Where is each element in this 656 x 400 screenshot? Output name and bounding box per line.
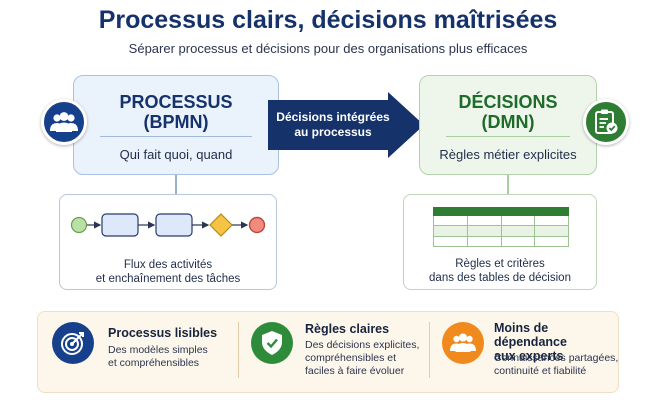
decision-table xyxy=(433,207,569,248)
decisions-title: DÉCISIONS xyxy=(458,92,558,112)
process-notation: (BPMN) xyxy=(143,112,209,132)
flow-caption-line1: Flux des activités xyxy=(123,259,213,271)
benefit-title: Moins de dépendance aux experts xyxy=(494,321,620,363)
benefit-desc-line2: continuité et fiabilité xyxy=(494,365,587,377)
benefit-title-line1: Moins de dépendance xyxy=(494,321,567,349)
benefit-desc-line1: Connaissances partagées, xyxy=(494,352,619,364)
process-description: Qui fait quoi, quand xyxy=(119,147,233,162)
benefit-desc-line2: et compréhensibles xyxy=(108,357,200,369)
process-connector xyxy=(175,175,177,194)
arrow-label-line2: au processus xyxy=(294,125,372,139)
decisions-notation: (DMN) xyxy=(481,112,535,132)
flow-caption-line2: et enchaînement des tâches xyxy=(95,273,241,285)
page-title: Processus clairs, décisions maîtrisées xyxy=(98,6,558,34)
arrow-label: Décisions intégrées au processus xyxy=(272,110,394,140)
benefit-desc-line1: Des modèles simples xyxy=(108,344,208,356)
benefit-readable-processes: Processus lisibles Des modèles simples e… xyxy=(38,312,238,394)
benefit-description: Connaissances partagées, continuité et f… xyxy=(494,352,618,378)
benefit-description: Des décisions explicites, compréhensible… xyxy=(305,339,419,378)
benefit-desc-line1: Des décisions explicites, xyxy=(305,339,420,351)
decisions-box: DÉCISIONS (DMN) Règles métier explicites xyxy=(419,75,597,175)
benefit-less-dependency: Moins de dépendance aux experts Connaiss… xyxy=(430,312,620,394)
table-caption-line2: dans des tables de décision xyxy=(429,272,571,284)
integration-arrow xyxy=(268,92,424,158)
benefit-separator xyxy=(238,322,239,378)
bpmn-flow-diagram xyxy=(70,213,266,237)
benefit-desc-line2: compréhensibles et xyxy=(305,352,397,364)
benefit-separator xyxy=(429,322,430,378)
clipboard-check-icon xyxy=(583,99,629,145)
decisions-description: Règles métier explicites xyxy=(439,147,577,162)
table-caption: Règles et critères dans des tables de dé… xyxy=(404,257,596,285)
benefit-desc-line3: faciles à faire évoluer xyxy=(305,365,405,377)
benefits-strip: Processus lisibles Des modèles simples e… xyxy=(37,311,619,393)
process-flow-panel: Flux des activités et enchaînement des t… xyxy=(59,194,277,290)
group-icon xyxy=(442,322,484,364)
process-box: PROCESSUS (BPMN) Qui fait quoi, quand xyxy=(73,75,279,175)
process-title: PROCESSUS xyxy=(119,92,233,112)
arrow-label-line1: Décisions intégrées xyxy=(276,110,390,124)
table-caption-line1: Règles et critères xyxy=(455,258,545,270)
decision-table-panel: Règles et critères dans des tables de dé… xyxy=(403,194,597,290)
users-icon xyxy=(41,99,87,145)
benefit-title: Règles claires xyxy=(305,322,390,336)
target-icon xyxy=(52,322,94,364)
process-divider xyxy=(100,136,252,137)
flow-caption: Flux des activités et enchaînement des t… xyxy=(60,258,276,286)
decisions-divider xyxy=(446,136,570,137)
benefit-description: Des modèles simples et compréhensibles xyxy=(108,344,208,370)
benefit-title: Processus lisibles xyxy=(108,326,218,340)
benefit-title-line2: aux experts xyxy=(494,349,564,363)
decisions-connector xyxy=(507,175,509,194)
benefit-clear-rules: Règles claires Des décisions explicites,… xyxy=(239,312,429,394)
page-subtitle: Séparer processus et décisions pour des … xyxy=(128,41,528,56)
shield-check-icon xyxy=(251,322,293,364)
